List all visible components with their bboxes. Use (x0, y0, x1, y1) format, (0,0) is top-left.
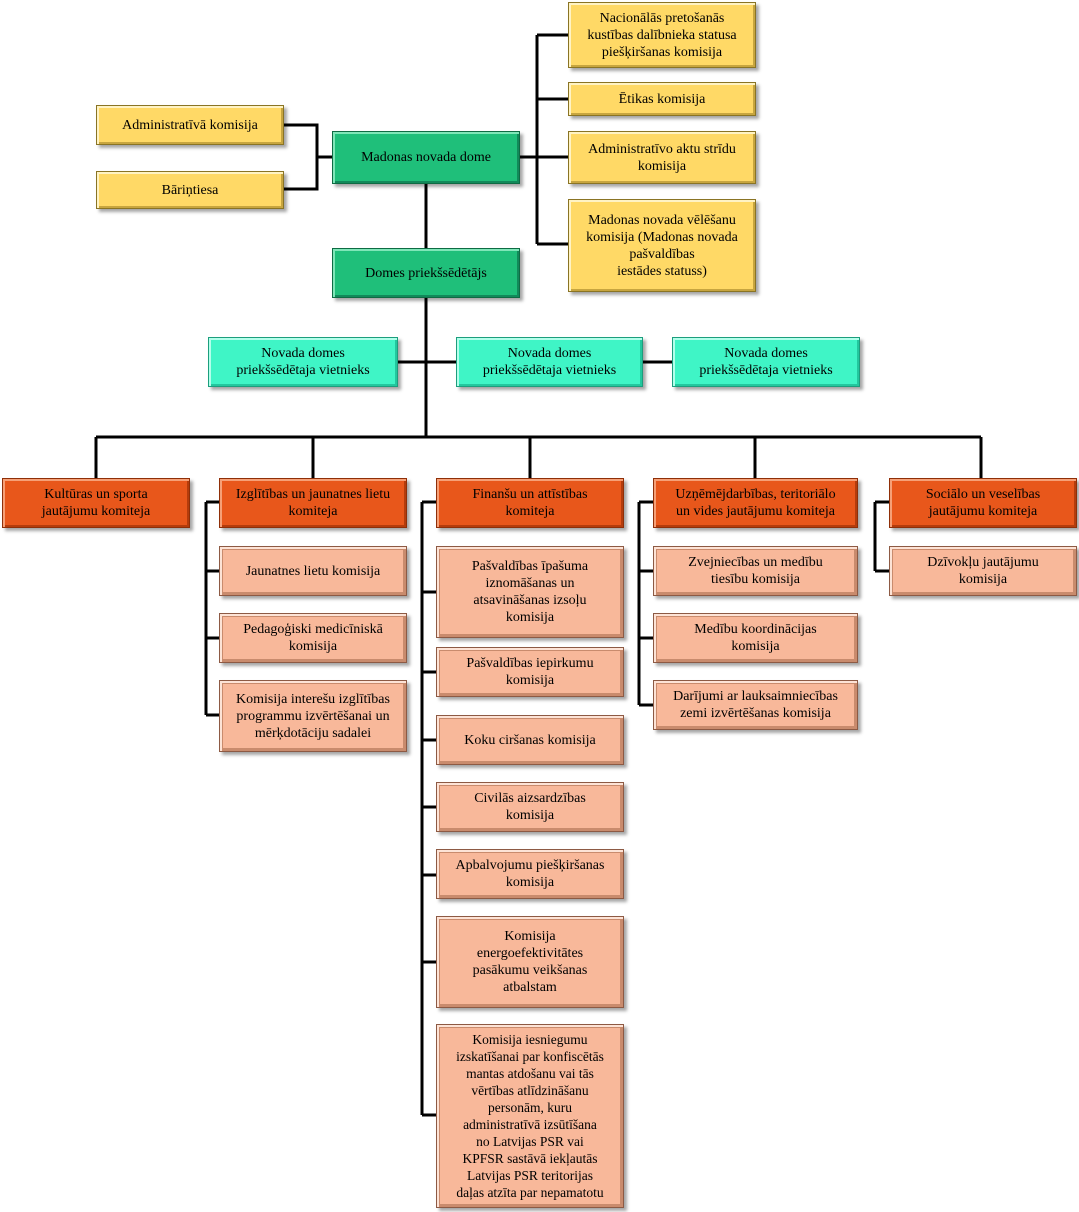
commission-box: Apbalvojumu piešķiršanas komisija (436, 849, 624, 899)
right-commission-box: Administratīvo aktu strīdu komisija (568, 131, 756, 184)
deputy-label: Novada domes priekšsēdētaja vietnieks (236, 346, 370, 378)
chairman-label: Domes priekšsēdētājs (365, 265, 487, 281)
commission-label: Medību koordinācijas komisija (694, 622, 817, 654)
commission-label: Koku ciršanas komisija (464, 732, 596, 748)
commission-label: Apbalvojumu piešķiršanas komisija (455, 858, 605, 890)
council-label: Madonas novada dome (361, 150, 491, 165)
commission-label: Komisija iesniegumu izskatīšanai par kon… (456, 1032, 604, 1200)
deputy-label: Novada domes priekšsēdētaja vietnieks (482, 346, 617, 378)
chairman-box: Domes priekšsēdētājs (332, 248, 520, 298)
committee-label: Uzņēmējdarbības, teritoriālo un vides ja… (675, 487, 836, 519)
commission-box: Zvejniecības un medību tiesību komisija (653, 546, 858, 596)
commission-box: Darījumi ar lauksaimniecības zemi izvērt… (653, 680, 858, 730)
commission-box: Pašvaldības iepirkumu komisija (436, 647, 624, 697)
committee-label: Sociālo un veselības jautājumu komiteja (925, 487, 1041, 519)
commission-label: Pašvaldības iepirkumu komisija (466, 656, 594, 688)
commission-label: Dzīvokļu jautājumu komisija (927, 555, 1039, 587)
commission-label: Darījumi ar lauksaimniecības zemi izvērt… (673, 689, 838, 721)
commission-box: Jaunatnes lietu komisija (219, 546, 407, 596)
committee-label: Finanšu un attīstības komiteja (472, 487, 588, 519)
right-commission-box: Ētikas komisija (568, 82, 756, 116)
commission-box: Koku ciršanas komisija (436, 715, 624, 765)
right-commission-label: Nacionālās pretošanās kustības dalībniek… (587, 10, 737, 60)
committee-box: Uzņēmējdarbības, teritoriālo un vides ja… (653, 478, 858, 528)
left-commission-label: Bāriņtiesa (161, 182, 219, 198)
commission-box: Pedagoģiski medicīniskā komisija (219, 613, 407, 663)
commission-label: Civilās aizsardzības komisija (474, 791, 586, 823)
deputy-box: Novada domes priekšsēdētaja vietnieks (456, 337, 643, 387)
commission-box: Medību koordinācijas komisija (653, 613, 858, 663)
deputy-box: Novada domes priekšsēdētaja vietnieks (208, 337, 398, 387)
commission-label: Pašvaldības īpašuma iznomāšanas un atsav… (471, 559, 589, 625)
council-box: Madonas novada dome (332, 131, 520, 184)
commission-box: Civilās aizsardzības komisija (436, 782, 624, 832)
commission-box: Komisija energoefektivitātes pasākumu ve… (436, 916, 624, 1008)
committee-box: Kultūras un sporta jautājumu komiteja (2, 478, 190, 528)
right-commission-label: Madonas novada vēlēšanu komisija (Madona… (586, 212, 738, 279)
right-commission-label: Ētikas komisija (618, 91, 706, 107)
left-commission-label: Administratīvā komisija (122, 117, 258, 133)
committee-label: Kultūras un sporta jautājumu komiteja (41, 487, 151, 519)
commission-box: Komisija iesniegumu izskatīšanai par kon… (436, 1024, 624, 1208)
commission-label: Komisija energoefektivitātes pasākumu ve… (472, 929, 588, 995)
commission-label: Zvejniecības un medību tiesību komisija (688, 555, 823, 587)
deputy-box: Novada domes priekšsēdētaja vietnieks (672, 337, 860, 387)
right-commission-box: Nacionālās pretošanās kustības dalībniek… (568, 2, 756, 68)
commission-box: Pašvaldības īpašuma iznomāšanas un atsav… (436, 546, 624, 638)
commission-box: Dzīvokļu jautājumu komisija (889, 546, 1077, 596)
commission-label: Pedagoģiski medicīniskā komisija (243, 622, 383, 654)
right-commission-label: Administratīvo aktu strīdu komisija (588, 141, 736, 174)
committee-box: Sociālo un veselības jautājumu komiteja (889, 478, 1077, 528)
right-commission-box: Madonas novada vēlēšanu komisija (Madona… (568, 199, 756, 292)
left-commission-box: Administratīvā komisija (96, 105, 284, 145)
committee-box: Finanšu un attīstības komiteja (436, 478, 624, 528)
left-commission-box: Bāriņtiesa (96, 171, 284, 209)
commission-label: Komisija interešu izglītības programmu i… (236, 691, 390, 741)
deputy-label: Novada domes priekšsēdētaja vietnieks (699, 346, 833, 378)
committee-label: Izglītības un jaunatnes lietu komiteja (235, 487, 391, 519)
commission-box: Komisija interešu izglītības programmu i… (219, 680, 407, 752)
committee-box: Izglītības un jaunatnes lietu komiteja (219, 478, 407, 528)
commission-label: Jaunatnes lietu komisija (245, 563, 381, 579)
